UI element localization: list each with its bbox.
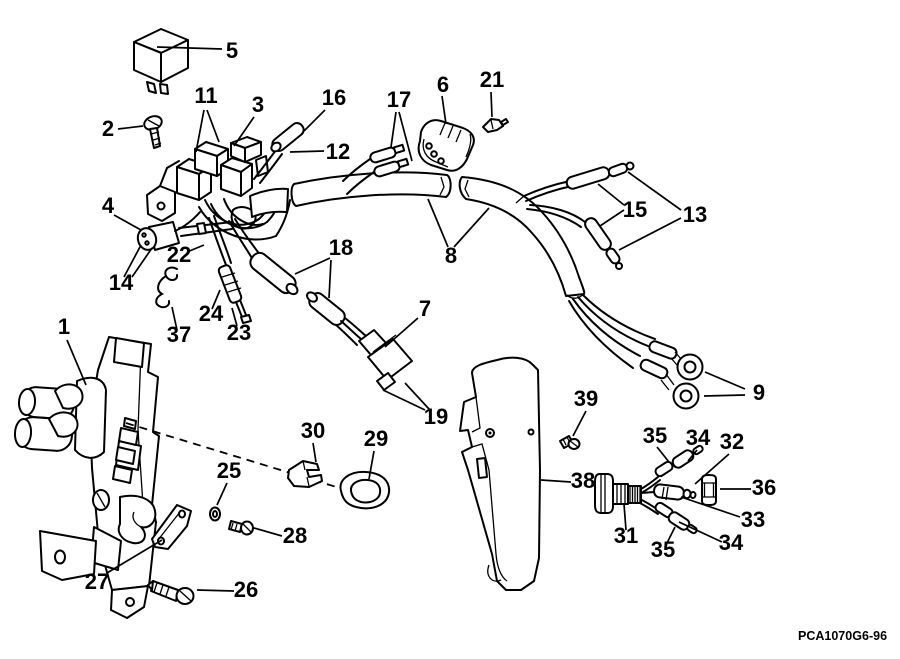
callout-37: 37 <box>167 322 191 347</box>
footer: PCA1070G 6-96 <box>798 629 887 643</box>
callout-13: 13 <box>683 202 707 227</box>
callout-11: 11 <box>194 83 217 108</box>
callout-21: 21 <box>480 67 504 92</box>
callout-25: 25 <box>217 458 241 483</box>
callout-16: 16 <box>322 85 346 110</box>
ring-terminal-wires <box>568 294 704 410</box>
small-bracket-part <box>151 504 192 550</box>
plate-issue-date: 6-96 <box>862 629 887 643</box>
fuse-holder-assembly <box>594 444 717 535</box>
callout-36: 36 <box>752 475 776 500</box>
callout-6: 6 <box>437 72 449 97</box>
callout-9: 9 <box>753 380 765 405</box>
callout-29: 29 <box>364 426 388 451</box>
callout-28: 28 <box>283 523 307 548</box>
connector-boot-part <box>417 119 475 172</box>
callout-32: 32 <box>720 429 744 454</box>
sleeve-16-wire-12 <box>253 122 305 184</box>
callout-17: 17 <box>387 87 411 112</box>
bullet-terminal-top <box>654 460 674 478</box>
connector-housing-7-19 <box>358 329 413 391</box>
callout-22: 22 <box>167 242 191 267</box>
callout-14: 14 <box>109 270 134 295</box>
bracket-assembly-part <box>13 336 160 619</box>
callout-26: 26 <box>234 577 258 602</box>
bullet-terminals-17 <box>342 143 410 195</box>
screw-part-26 <box>147 580 195 605</box>
callout-38: 38 <box>571 468 595 493</box>
branch-wires-15-13 <box>523 161 635 270</box>
sleeves-18 <box>249 251 367 346</box>
sender-part <box>136 221 233 251</box>
relay-part <box>133 28 189 95</box>
callout-leader-lines <box>66 46 751 592</box>
callout-18: 18 <box>329 235 353 260</box>
callout-4: 4 <box>102 193 115 218</box>
plate-code: PCA1070G <box>798 629 862 643</box>
callout-15: 15 <box>623 197 647 222</box>
callout-3: 3 <box>252 92 264 117</box>
callout-27: 27 <box>85 569 109 594</box>
sleeve-15-lower <box>584 217 612 251</box>
harness-tube-left <box>249 171 452 218</box>
callout-12: 12 <box>326 139 350 164</box>
callout-24: 24 <box>199 301 224 326</box>
callout-33: 33 <box>741 507 765 532</box>
callout-30: 30 <box>301 418 325 443</box>
crimp-sleeve-upper <box>648 340 678 360</box>
callout-2: 2 <box>102 116 114 141</box>
callout-1: 1 <box>58 314 70 339</box>
spare-fuse-part-36 <box>701 474 717 506</box>
plug-part-21 <box>482 118 509 133</box>
callout-34-bottom: 34 <box>719 530 744 555</box>
callout-23: 23 <box>227 320 251 345</box>
washer-part <box>209 506 221 522</box>
lead-wire-22-24-23 <box>217 264 252 324</box>
callout-39: 39 <box>574 386 598 411</box>
callout-35-top: 35 <box>643 423 667 448</box>
callout-numbers: 5 2 11 3 16 12 17 6 21 8 15 13 9 4 14 22… <box>58 38 776 602</box>
crimp-sleeve-lower <box>639 358 669 380</box>
callout-35-bottom: 35 <box>651 537 675 562</box>
mounting-plate-part <box>459 356 541 591</box>
callout-31: 31 <box>614 523 638 548</box>
callout-8: 8 <box>445 243 457 268</box>
grommet-part <box>339 470 391 510</box>
screw-part-28 <box>228 520 254 536</box>
callout-19: 19 <box>424 404 448 429</box>
callout-5: 5 <box>226 38 238 63</box>
spring-clip-part <box>155 266 179 309</box>
connector-block-assembly <box>146 136 269 222</box>
callout-34-top: 34 <box>686 425 711 450</box>
callout-7: 7 <box>419 296 431 321</box>
anchor-clip-part <box>287 460 323 488</box>
screw-part-39 <box>559 435 581 450</box>
harness-tube-right <box>458 176 586 299</box>
sleeve-terminal-top <box>671 449 695 469</box>
fuse-part-33 <box>653 483 685 501</box>
screw-part-2 <box>143 115 163 149</box>
sleeve-15-upper <box>565 166 611 190</box>
